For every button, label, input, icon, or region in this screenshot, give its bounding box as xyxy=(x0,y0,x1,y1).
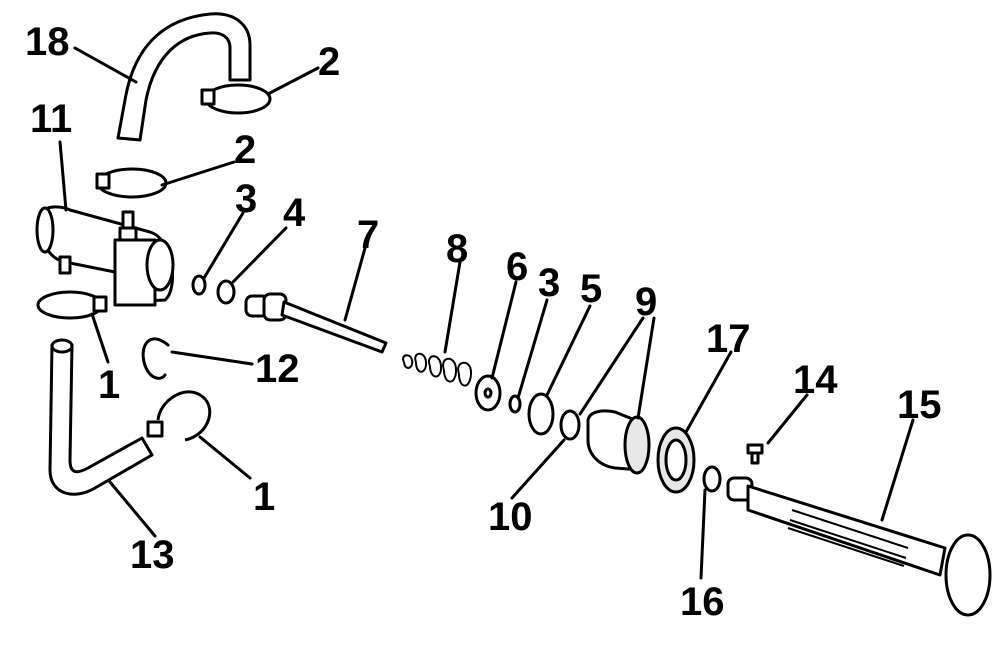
o-ring-16 xyxy=(702,465,722,493)
callout-8: 8 xyxy=(446,227,468,271)
snap-ring-12 xyxy=(141,337,170,380)
nut-17 xyxy=(656,426,696,494)
o-ring-3-right xyxy=(508,394,522,414)
callout-17: 17 xyxy=(706,317,751,361)
callout-5: 5 xyxy=(580,267,602,311)
callout-3-right: 3 xyxy=(538,261,560,305)
o-ring-4 xyxy=(216,279,236,305)
callout-16: 16 xyxy=(680,580,725,624)
callout-10: 10 xyxy=(488,495,533,539)
callout-2-upper: 2 xyxy=(318,40,340,84)
o-ring-5 xyxy=(527,392,555,436)
callout-11: 11 xyxy=(30,97,72,141)
plunger-7 xyxy=(244,292,388,354)
callout-14: 14 xyxy=(793,358,838,402)
callout-12: 12 xyxy=(255,347,300,391)
hose-18 xyxy=(116,12,252,142)
washer-6 xyxy=(474,374,502,412)
clamp-1-lower xyxy=(146,390,212,442)
callout-4: 4 xyxy=(283,191,306,235)
callout-15: 15 xyxy=(897,383,942,427)
callout-13: 13 xyxy=(130,533,175,577)
hose-13 xyxy=(48,338,154,496)
callout-1-right: 1 xyxy=(253,475,275,519)
callout-6: 6 xyxy=(506,245,528,289)
spring-8 xyxy=(402,352,473,387)
clamp-2-upper xyxy=(200,83,272,115)
callout-2-lower: 2 xyxy=(234,128,256,172)
callout-7: 7 xyxy=(357,213,379,257)
clamp-1-left xyxy=(36,290,108,320)
screw-14 xyxy=(746,443,764,465)
callout-1-left: 1 xyxy=(98,363,120,407)
callout-3-left: 3 xyxy=(235,177,257,221)
handle-15 xyxy=(726,476,992,617)
leader-lines xyxy=(58,46,915,580)
o-ring-3 xyxy=(191,274,207,296)
callout-9: 9 xyxy=(635,280,657,324)
pump-body-11 xyxy=(35,205,175,307)
fitting-9 xyxy=(586,409,651,475)
clamp-2-lower xyxy=(95,167,168,199)
o-ring-10 xyxy=(559,409,581,441)
callout-18: 18 xyxy=(25,20,70,64)
